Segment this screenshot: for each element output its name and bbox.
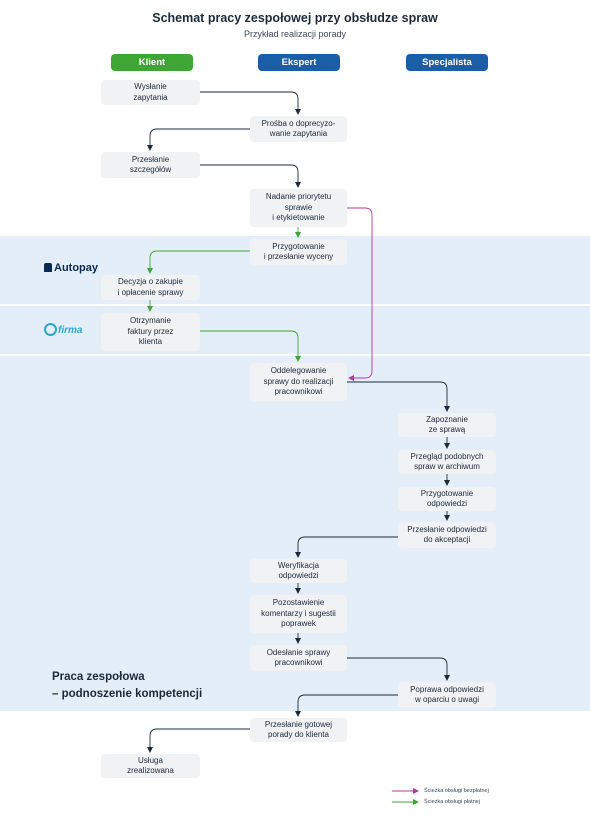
arrow-n16-n17: [295, 694, 398, 717]
node-usluga-zrealizowana: Usługa zrealizowana: [101, 754, 200, 778]
autopay-logo-text: Autopay: [54, 262, 98, 274]
arrow-n8-n9: [347, 381, 450, 412]
arrow-n7-n8: [200, 330, 301, 362]
arrow-n15-n16: [347, 657, 450, 681]
node-wyslanie-zapytania: Wysłanie zapytania: [101, 80, 200, 105]
arrow-n5-n6: [147, 250, 250, 274]
lane-header-klient: Klient: [111, 54, 193, 71]
node-zapoznanie-ze-sprawa: Zapoznanie ze sprawą: [398, 413, 496, 437]
node-weryfikacja-odpowiedzi: Weryfikacja odpowiedzi: [250, 559, 347, 583]
arrow-n17-n18: [147, 728, 250, 753]
node-przeglad-archiwum: Przegląd podobnych spraw w archiwum: [398, 450, 496, 474]
wfirma-band: [0, 306, 590, 354]
node-odeslanie-sprawy: Odesłanie sprawy pracownikowi: [250, 645, 347, 671]
legend-free-label: Ścieżka obsługi bezpłatnej: [424, 788, 489, 794]
node-przygotowanie-odpowiedzi: Przygotowanie odpowiedzi: [398, 487, 496, 511]
lane-header-specjalista: Specjalista: [406, 54, 488, 71]
node-nadanie-priorytetu: Nadanie priorytetu sprawie i etykietowan…: [250, 189, 347, 227]
autopay-logo: Autopay: [44, 262, 98, 274]
node-przeslanie-gotowej-porady: Przesłanie gotowej porady do klienta: [250, 718, 347, 742]
team-label-line2: – podnoszenie kompetencji: [52, 688, 203, 700]
wfirma-logo-text: firma: [58, 325, 83, 336]
arrow-n4-n8-free: [347, 207, 373, 381]
node-oddelegowanie-sprawy: Oddelegowanie sprawy do realizacji praco…: [250, 363, 347, 401]
node-przeslanie-szczegolow: Przesłanie szczegółów: [101, 152, 200, 178]
node-pozostawienie-komentarzy: Pozostawienie komentarzy i sugestii popr…: [250, 595, 347, 633]
page-title: Schemat pracy zespołowej przy obsłudze s…: [152, 11, 438, 25]
node-prosba-o-doprecyzowanie: Prośba o doprecyzo- wanie zapytania: [250, 116, 347, 142]
wfirma-logo-icon: [44, 323, 57, 336]
legend-paid-label: Ścieżka obsługi płatnej: [424, 799, 480, 805]
page-subtitle: Przykład realizacji porady: [243, 29, 347, 39]
arrow-n12-n13: [295, 536, 398, 558]
arrow-n1-n2: [200, 91, 301, 115]
wfirma-logo: firma: [44, 323, 82, 336]
node-decyzja-o-zakupie: Decyzja o zakupie i opłacenie sprawy: [101, 275, 200, 300]
node-przygotowanie-wyceny: Przygotowanie i przesłanie wyceny: [250, 239, 347, 265]
node-przeslanie-do-akceptacji: Przesłanie odpowiedzi do akceptacji: [398, 522, 496, 548]
autopay-logo-icon: [44, 263, 52, 272]
node-otrzymanie-faktury: Otrzymanie faktury przez klienta: [101, 313, 200, 351]
node-poprawa-odpowiedzi: Poprawa odpowiedzi w oparciu o uwagi: [398, 682, 496, 708]
lane-header-ekspert: Ekspert: [258, 54, 340, 71]
arrow-n3-n4: [200, 164, 301, 188]
arrow-n2-n3: [147, 128, 250, 151]
team-label-line1: Praca zespołowa: [52, 671, 145, 683]
